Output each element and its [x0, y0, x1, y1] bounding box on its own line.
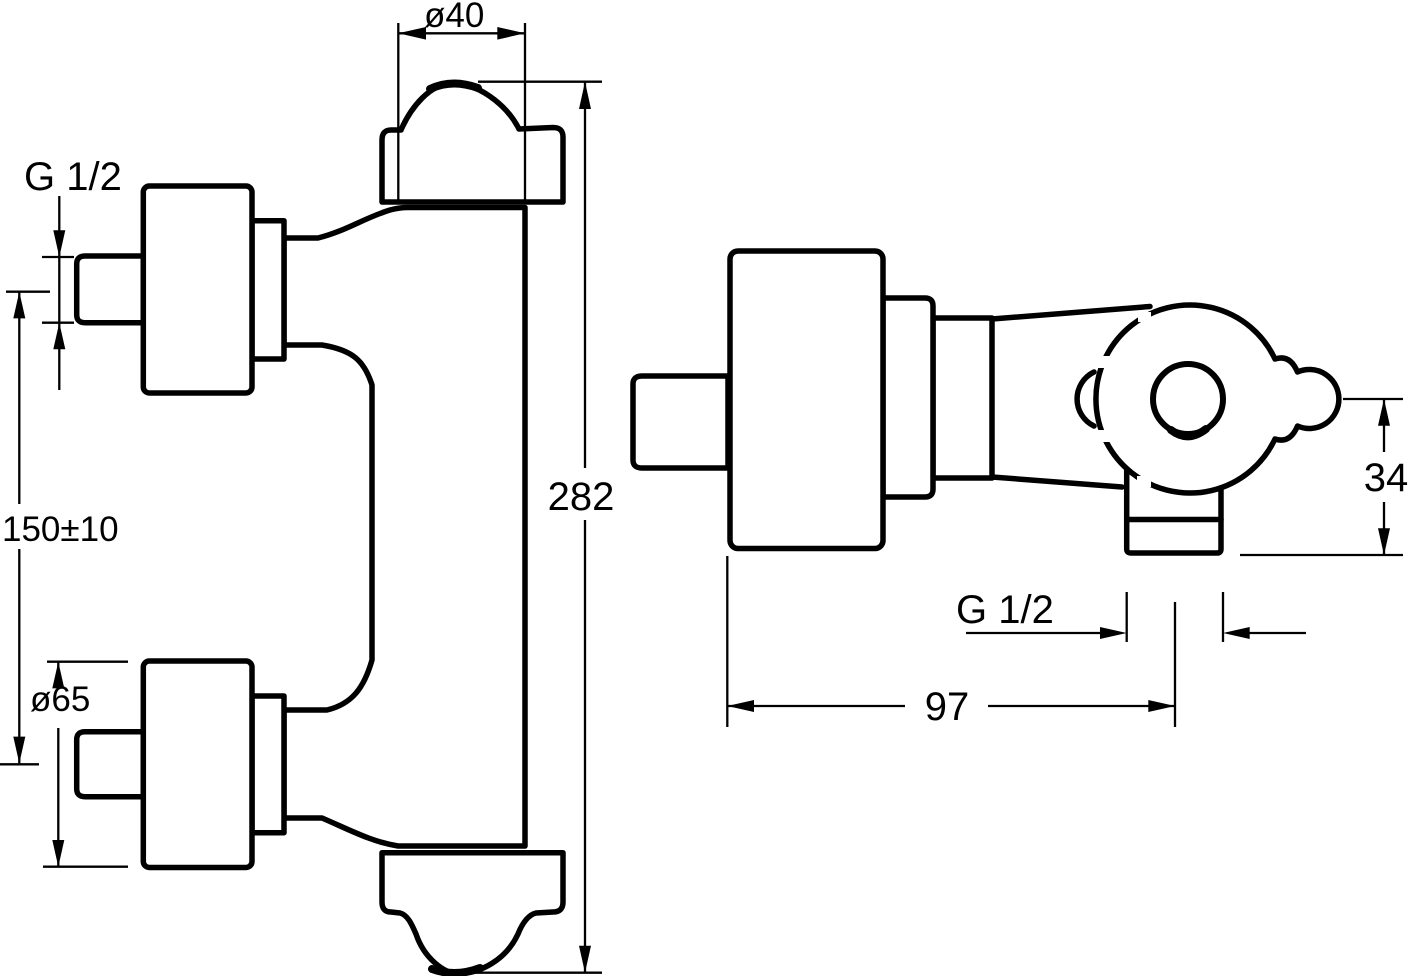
dim-side-outlet-thread: G 1/2 — [956, 588, 1306, 642]
front-lower-escutcheon — [140, 658, 255, 871]
dim-front-escutcheon-diameter: ø65 — [30, 660, 128, 868]
front-lower-inlet-nipple — [73, 728, 147, 800]
front-upper-step — [249, 217, 287, 362]
side-connector — [930, 315, 995, 481]
dim-front-total-height: 282 — [472, 80, 615, 974]
side-handle-hub — [1150, 361, 1226, 437]
front-bottom-cap — [379, 849, 566, 976]
side-step — [880, 295, 936, 500]
front-top-cap-crown-line — [426, 79, 482, 93]
dim-label-front-escutcheon-diameter: ø65 — [30, 680, 90, 719]
front-bottom-cap-crown-line — [428, 964, 484, 976]
dim-label-side-outlet-thread: G 1/2 — [956, 588, 1054, 632]
front-view: G 1/2 150±10 ø65 — [0, 0, 615, 976]
dim-label-front-inlet-spacing: 150±10 — [2, 510, 119, 549]
dim-label-side-depth: 97 — [925, 685, 970, 729]
dim-side-outlet-height: 34 — [1240, 397, 1409, 557]
side-handle-left-ear-arc — [1074, 369, 1097, 429]
dim-side-depth: 97 — [726, 556, 1177, 729]
dim-label-side-outlet-height: 34 — [1364, 456, 1409, 500]
side-valve-body-bottom-edge — [989, 474, 1125, 490]
dim-front-inlet-thread: G 1/2 — [24, 155, 122, 390]
front-upper-inlet-nipple — [73, 253, 147, 326]
dim-label-front-inlet-thread: G 1/2 — [24, 155, 122, 199]
side-outlet — [1123, 447, 1224, 556]
side-view: 34 G 1/2 97 — [630, 248, 1409, 729]
side-valve-body-top-edge — [989, 303, 1153, 322]
dim-label-front-total-height: 282 — [548, 475, 615, 519]
dim-label-front-cap-diameter: ø40 — [424, 0, 484, 35]
front-lower-step — [249, 693, 287, 836]
front-top-cap — [379, 80, 566, 205]
front-upper-escutcheon — [140, 183, 255, 396]
front-body-outline — [281, 204, 528, 849]
dim-front-inlet-spacing: 150±10 — [0, 290, 119, 766]
side-inlet-nipple — [630, 373, 731, 471]
side-escutcheon — [727, 248, 886, 552]
side-handle-hub-shadow — [1167, 425, 1210, 441]
dim-front-cap-diameter: ø40 — [397, 0, 527, 202]
